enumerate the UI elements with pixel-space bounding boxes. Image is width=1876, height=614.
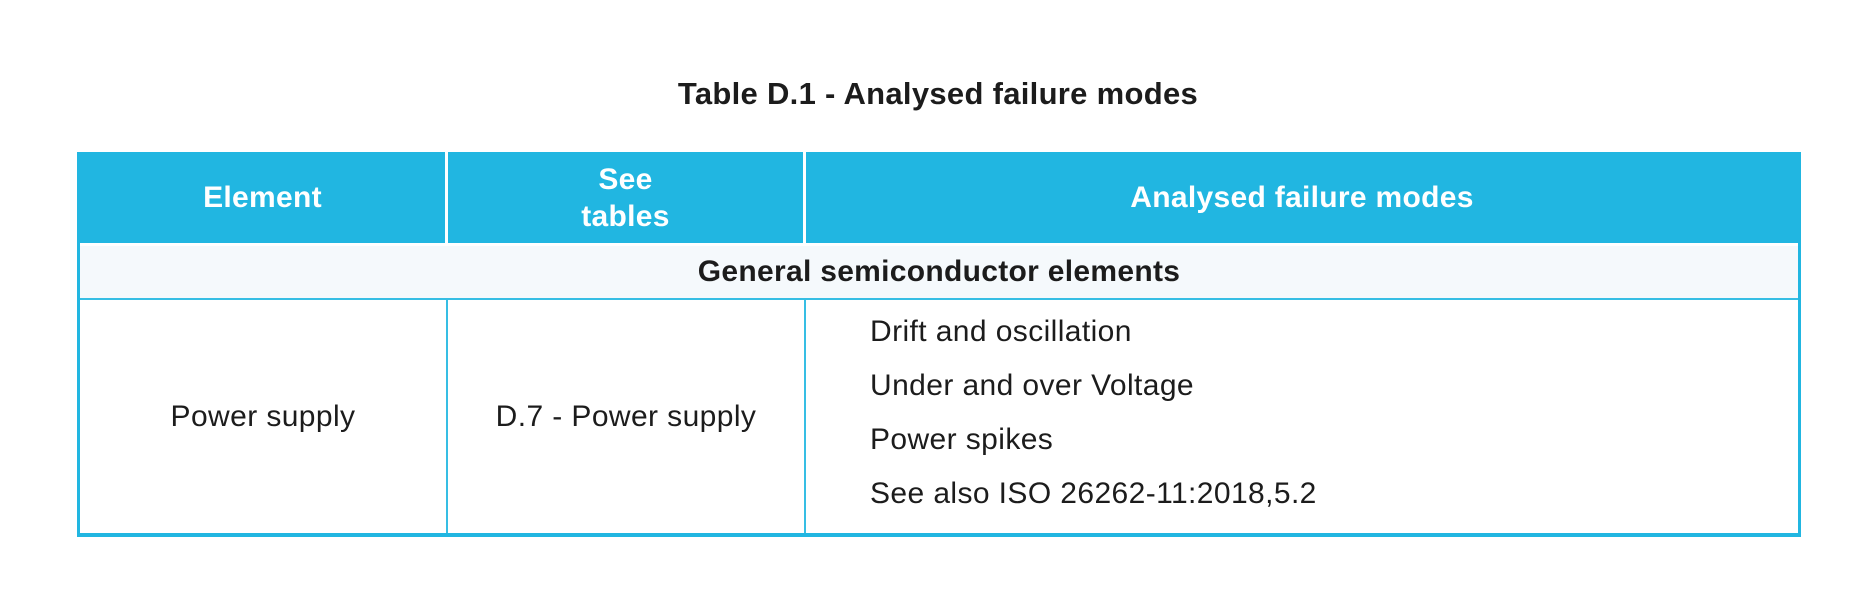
failure-mode-item: Under and over Voltage [870, 369, 1195, 402]
failure-mode-item: Drift and oscillation [870, 315, 1132, 348]
column-header-element: Element [80, 152, 448, 243]
table-header-row: Element See tables Analysed failure mode… [80, 152, 1798, 243]
column-header-analysed-failure-modes: Analysed failure modes [1130, 181, 1474, 214]
cell-see-tables: D.7 - Power supply [448, 300, 806, 533]
failure-mode-item: Power spikes [870, 423, 1054, 456]
cell-element: Power supply [80, 300, 448, 533]
section-header-row: General semiconductor elements [80, 243, 1798, 300]
table-caption: Table D.1 - Analysed failure modes [677, 76, 1199, 111]
analysed-failure-modes-table: Element See tables Analysed failure mode… [77, 152, 1801, 537]
table-row: Power supply D.7 - Power supply Drift an… [80, 300, 1798, 533]
section-header-label: General semiconductor elements [697, 255, 1181, 288]
cell-analysed-failure-modes: Drift and oscillation Under and over Vol… [806, 300, 1798, 533]
column-header-see-tables: See tables [448, 152, 806, 243]
failure-mode-item: See also ISO 26262-11:2018,5.2 [870, 477, 1317, 510]
